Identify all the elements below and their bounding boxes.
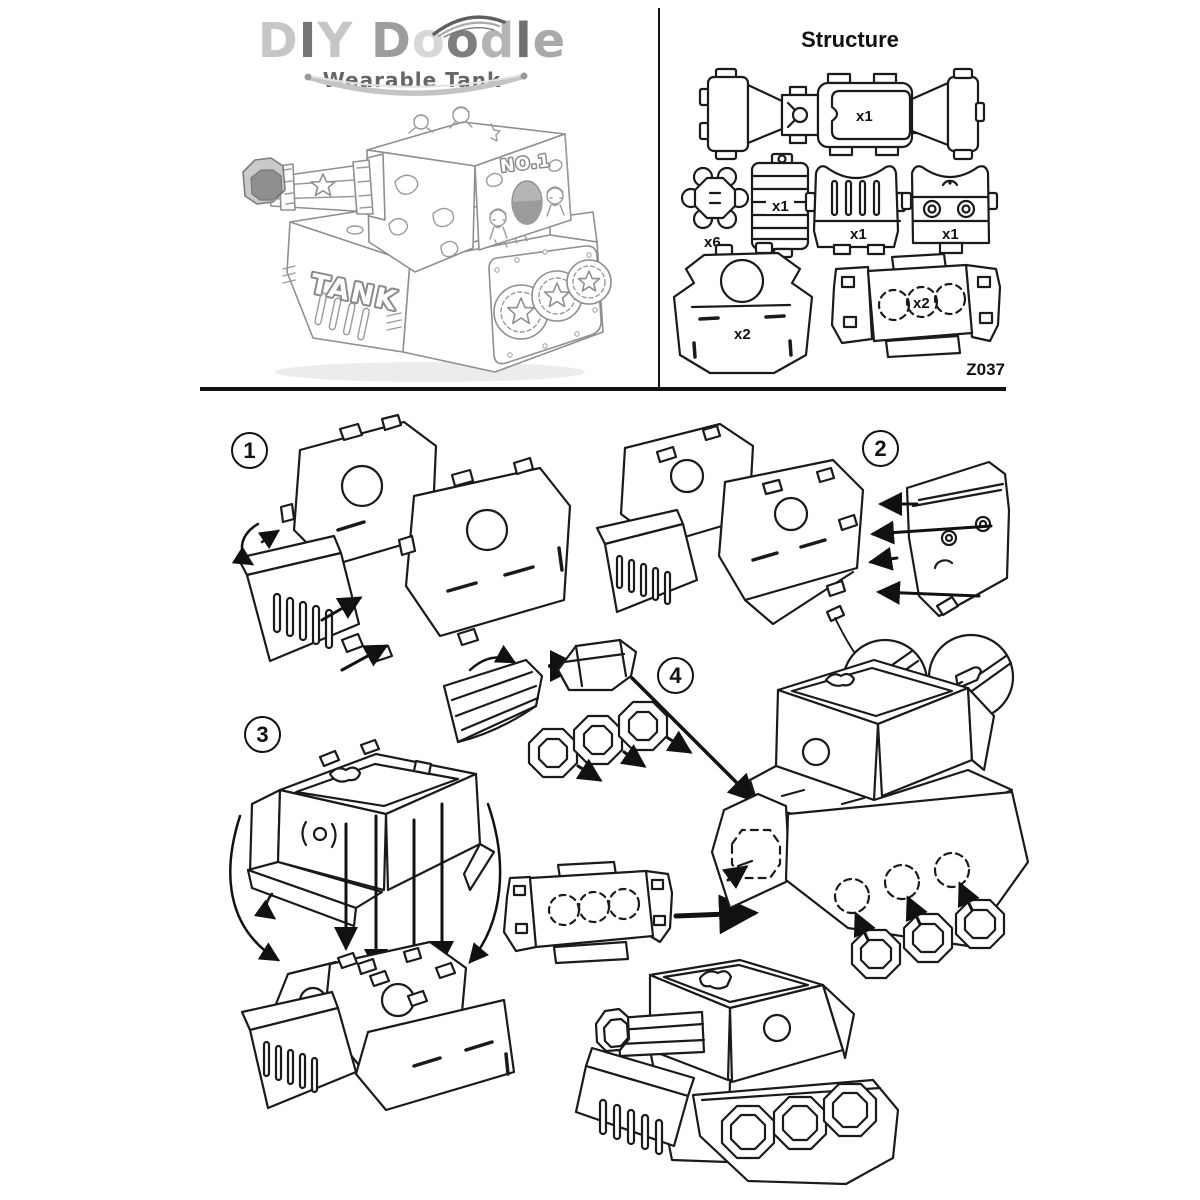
qty-label: x1 [942,226,959,243]
rolled-barrel [556,638,638,692]
hull-assembly [595,422,865,626]
piece-rear-hatch: x1 [900,165,999,255]
logo-letter: o [411,13,446,69]
piece-hull-shell: x2 [672,241,814,375]
barrel-to-turret-arrow [630,676,757,803]
piece-turret-roof-strip: x1 [698,67,986,161]
vertical-divider [658,8,660,387]
piece-track-side: x2 [830,252,1002,359]
road-wheels [493,259,612,340]
camo-blobs-left [388,174,459,258]
qty-label: x1 [850,226,867,243]
logo-letter: I [298,13,318,69]
horizontal-divider [200,387,1006,391]
loose-wheels [527,700,693,782]
qty-label: x1 [772,198,789,215]
logo-title: DIY Doodle [212,16,612,66]
logo-underline-swoosh-icon [304,72,528,96]
barrel-star [310,173,336,197]
front-grille-piece [236,534,394,664]
tank-barrel [242,153,386,221]
final-assembled-tank [574,958,900,1186]
sheet-code: Z037 [966,360,1005,379]
turret-port-hole [511,180,543,225]
drop-arrows [229,802,502,993]
logo: DIY Doodle Wearable Tank [212,16,612,93]
hull-panels [279,413,572,647]
product-illustration: TANK [242,106,612,382]
structure-pieces-diagram: x1 x6 x1 x1 [672,67,1002,375]
rear-hatch-piece [905,460,1011,618]
piece-front-grille: x1 [804,165,907,256]
hull-with-wheels [710,658,1030,980]
step-1-badge: 1 [231,432,268,469]
step-2-diagram [595,422,1015,726]
finished-tank [574,958,900,1186]
piece-wheel-cog: x6 [680,166,750,251]
step-1-diagram [231,413,572,672]
qty-label: x2 [913,295,930,312]
hull-base [240,940,516,1112]
barrel-curl-piece [442,644,582,744]
logo-letter [353,13,371,69]
step-4-diagram [442,638,1030,980]
assembly-arrows [868,492,993,605]
qty-label: x1 [856,108,873,125]
step-3-badge: 3 [244,716,281,753]
tank-shadow [275,362,585,382]
logo-letter: D [371,13,412,69]
logo-oo-swoosh-icon [432,15,506,38]
logo-letter: e [532,13,567,69]
track-side-piece [502,860,759,965]
step-3-diagram [229,738,516,1112]
tank-turret: NO.1 [366,106,572,273]
turret-assembly [246,738,496,928]
step-2-badge: 2 [862,430,899,467]
qty-label: x2 [734,326,751,343]
logo-letter: D [257,13,299,69]
kid-doodles-front [486,159,565,248]
structure-title: Structure [801,27,899,52]
step-4-badge: 4 [657,657,694,694]
logo-letter: Y [317,13,354,69]
kid-doodles-top [408,106,501,142]
logo-letter: l [515,13,533,69]
assembly-arrows [231,522,389,672]
piece-barrel-wrap: x1 [750,152,810,259]
